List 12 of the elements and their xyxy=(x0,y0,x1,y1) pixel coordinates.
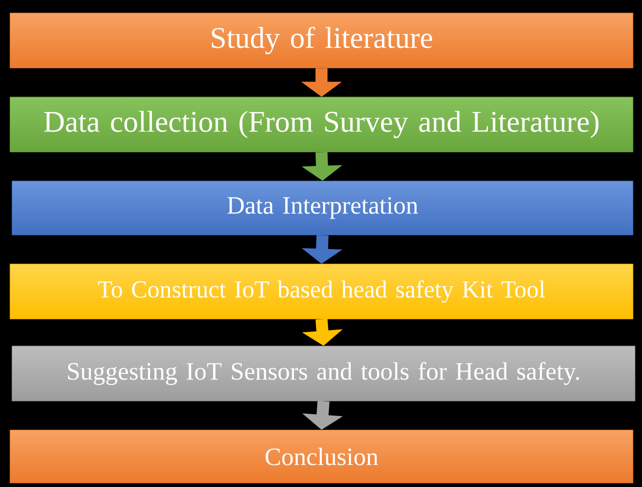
process-box xyxy=(12,180,634,236)
process-box xyxy=(10,264,634,320)
box-label: To Construct IoT based head safety Kit Tool xyxy=(98,280,545,303)
box-label: Data Interpretation xyxy=(227,197,418,219)
process-box xyxy=(12,346,636,402)
box-label: Data collection (From Survey and Literature) xyxy=(44,110,598,138)
box-label: Study of literature xyxy=(212,26,432,54)
process-box xyxy=(10,12,634,68)
box-label: Suggesting IoT Sensors and tools for Head safety. xyxy=(68,362,580,385)
process-box xyxy=(10,96,634,152)
process-box xyxy=(10,430,634,484)
box-label: Conclusion xyxy=(266,448,378,466)
